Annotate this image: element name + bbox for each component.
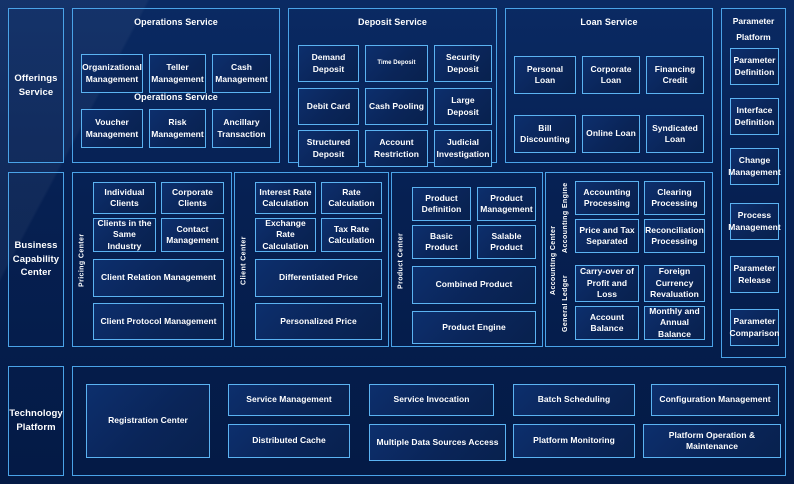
box-personal-loan[interactable]: Personal Loan — [514, 56, 576, 94]
box-client-protocol-management[interactable]: Client Protocol Management — [93, 303, 224, 340]
box-interest-rate-calculation[interactable]: Interest Rate Calculation — [255, 182, 316, 214]
box-multiple-data-sources-access[interactable]: Multiple Data Sources Access — [369, 424, 506, 461]
box-carry-over-of-profit-and-loss[interactable]: Carry-over of Profit and Loss — [575, 265, 639, 302]
box-rate-calculation[interactable]: Rate Calculation — [321, 182, 382, 214]
row-label-technology-platform: Technology Platform — [8, 366, 64, 476]
group-deposit-service-title: Deposit Service — [357, 17, 428, 27]
group-accounting-center-vertical-label: Accounting Center — [550, 225, 557, 296]
group-accounting-center: Accounting Center Accounting Engine Gene… — [545, 172, 713, 347]
box-security-deposit[interactable]: Security Deposit — [434, 45, 492, 82]
box-judicial-investigation[interactable]: Judicial Investigation — [434, 130, 492, 167]
box-teller-management[interactable]: Teller Management — [149, 54, 206, 93]
box-account-restriction[interactable]: Account Restriction — [365, 130, 428, 167]
row-label-offerings-service-text: Offerings Service — [14, 72, 58, 98]
box-ancillary-transaction[interactable]: Ancillary Transaction — [212, 109, 271, 148]
box-basic-product[interactable]: Basic Product — [412, 225, 471, 259]
box-differentiated-price[interactable]: Differentiated Price — [255, 259, 382, 297]
row-label-business-capability-center-text: Business Capability Center — [12, 239, 60, 279]
box-platform-operation-and-maintenance[interactable]: Platform Operation & Maintenance — [643, 424, 781, 458]
box-batch-scheduling[interactable]: Batch Scheduling — [513, 384, 635, 416]
right-column-title-line2: Platform — [736, 32, 771, 42]
box-exchange-rate-calculation[interactable]: Exchange Rate Calculation — [255, 218, 316, 252]
row-label-offerings-service: Offerings Service — [8, 8, 64, 163]
box-clients-in-the-same-industry[interactable]: Clients in the Same Industry — [93, 218, 156, 252]
box-syndicated-loan[interactable]: Syndicated Loan — [646, 115, 704, 153]
box-tax-rate-calculation[interactable]: Tax Rate Calculation — [321, 218, 382, 252]
box-corporate-loan[interactable]: Corporate Loan — [582, 56, 640, 94]
row-label-technology-platform-text: Technology Platform — [9, 408, 63, 433]
box-combined-product[interactable]: Combined Product — [412, 266, 536, 304]
group-product-center-vertical-label: Product Center — [397, 232, 405, 289]
box-salable-product[interactable]: Salable Product — [477, 225, 536, 259]
box-organizational-management[interactable]: Organizational Management — [81, 54, 143, 93]
box-interface-definition[interactable]: Interface Definition — [730, 98, 779, 135]
box-contact-management[interactable]: Contact Management — [161, 218, 224, 252]
group-pricing-center-vertical-label: Pricing Center — [78, 233, 86, 288]
box-service-invocation[interactable]: Service Invocation — [369, 384, 494, 416]
box-foreign-currency-revaluation[interactable]: Foreign Currency Revaluation — [644, 265, 705, 302]
box-bill-discounting[interactable]: Bill Discounting — [514, 115, 576, 153]
box-debit-card[interactable]: Debit Card — [298, 88, 359, 125]
box-voucher-management[interactable]: Voucher Management — [81, 109, 143, 148]
box-financing-credit[interactable]: Financing Credit — [646, 56, 704, 94]
box-parameter-comparison[interactable]: Parameter Comparison — [729, 309, 779, 346]
group-operations-service: Operations Service Operations Service Or… — [72, 8, 280, 163]
box-process-management[interactable]: Process Management — [728, 203, 781, 240]
box-account-balance[interactable]: Account Balance — [575, 306, 639, 340]
box-client-relation-management[interactable]: Client Relation Management — [93, 259, 224, 297]
right-column-title-line1: Parameter — [732, 16, 775, 26]
box-parameter-release[interactable]: Parameter Release — [730, 256, 779, 293]
box-time-deposit[interactable]: Time Deposit — [365, 45, 428, 82]
box-cash-management[interactable]: Cash Management — [212, 54, 271, 93]
group-accounting-engine-vertical-label: Accounting Engine — [562, 182, 569, 254]
box-personalized-price[interactable]: Personalized Price — [255, 303, 382, 340]
box-product-engine[interactable]: Product Engine — [412, 311, 536, 344]
box-structured-deposit[interactable]: Structured Deposit — [298, 130, 359, 167]
box-configuration-management[interactable]: Configuration Management — [651, 384, 779, 416]
box-monthly-and-annual-balance[interactable]: Monthly and Annual Balance — [644, 306, 705, 340]
box-individual-clients[interactable]: Individual Clients — [93, 182, 156, 214]
box-clearing-processing[interactable]: Clearing Processing — [644, 181, 705, 215]
box-reconciliation-processing[interactable]: Reconciliation Processing — [644, 219, 705, 253]
box-product-definition[interactable]: Product Definition — [412, 187, 471, 221]
group-general-ledger-vertical-label: General Ledger — [562, 275, 569, 333]
box-corporate-clients[interactable]: Corporate Clients — [161, 182, 224, 214]
box-distributed-cache[interactable]: Distributed Cache — [228, 424, 350, 458]
box-price-and-tax-separated[interactable]: Price and Tax Separated — [575, 219, 639, 253]
group-operations-service-subtitle: Operations Service — [134, 92, 218, 102]
box-service-management[interactable]: Service Management — [228, 384, 350, 416]
box-large-deposit[interactable]: Large Deposit — [434, 88, 492, 125]
box-cash-pooling[interactable]: Cash Pooling — [365, 88, 428, 125]
group-pricing-center: Pricing Center Individual Clients Corpor… — [72, 172, 232, 347]
group-client-center-vertical-label: Client Center — [240, 236, 248, 285]
group-loan-service-title: Loan Service — [580, 17, 638, 27]
box-online-loan[interactable]: Online Loan — [582, 115, 640, 153]
group-operations-service-title: Operations Service — [134, 17, 218, 27]
box-change-management[interactable]: Change Management — [728, 148, 781, 185]
group-deposit-service: Deposit Service Demand Deposit Time Depo… — [288, 8, 497, 167]
group-loan-service: Loan Service Personal Loan Corporate Loa… — [505, 8, 713, 163]
right-column-parameter-platform: Parameter Platform Parameter Definition … — [721, 8, 786, 358]
row-label-business-capability-center: Business Capability Center — [8, 172, 64, 347]
box-registration-center[interactable]: Registration Center — [86, 384, 210, 458]
box-risk-management[interactable]: Risk Management — [149, 109, 206, 148]
group-technology-platform: Registration Center Service Management D… — [72, 366, 786, 476]
box-demand-deposit[interactable]: Demand Deposit — [298, 45, 359, 82]
box-parameter-definition[interactable]: Parameter Definition — [730, 48, 779, 85]
box-accounting-processing[interactable]: Accounting Processing — [575, 181, 639, 215]
box-product-management[interactable]: Product Management — [477, 187, 536, 221]
group-client-center: Client Center Interest Rate Calculation … — [234, 172, 389, 347]
group-product-center: Product Center Product Definition Produc… — [391, 172, 543, 347]
box-platform-monitoring[interactable]: Platform Monitoring — [513, 424, 635, 458]
